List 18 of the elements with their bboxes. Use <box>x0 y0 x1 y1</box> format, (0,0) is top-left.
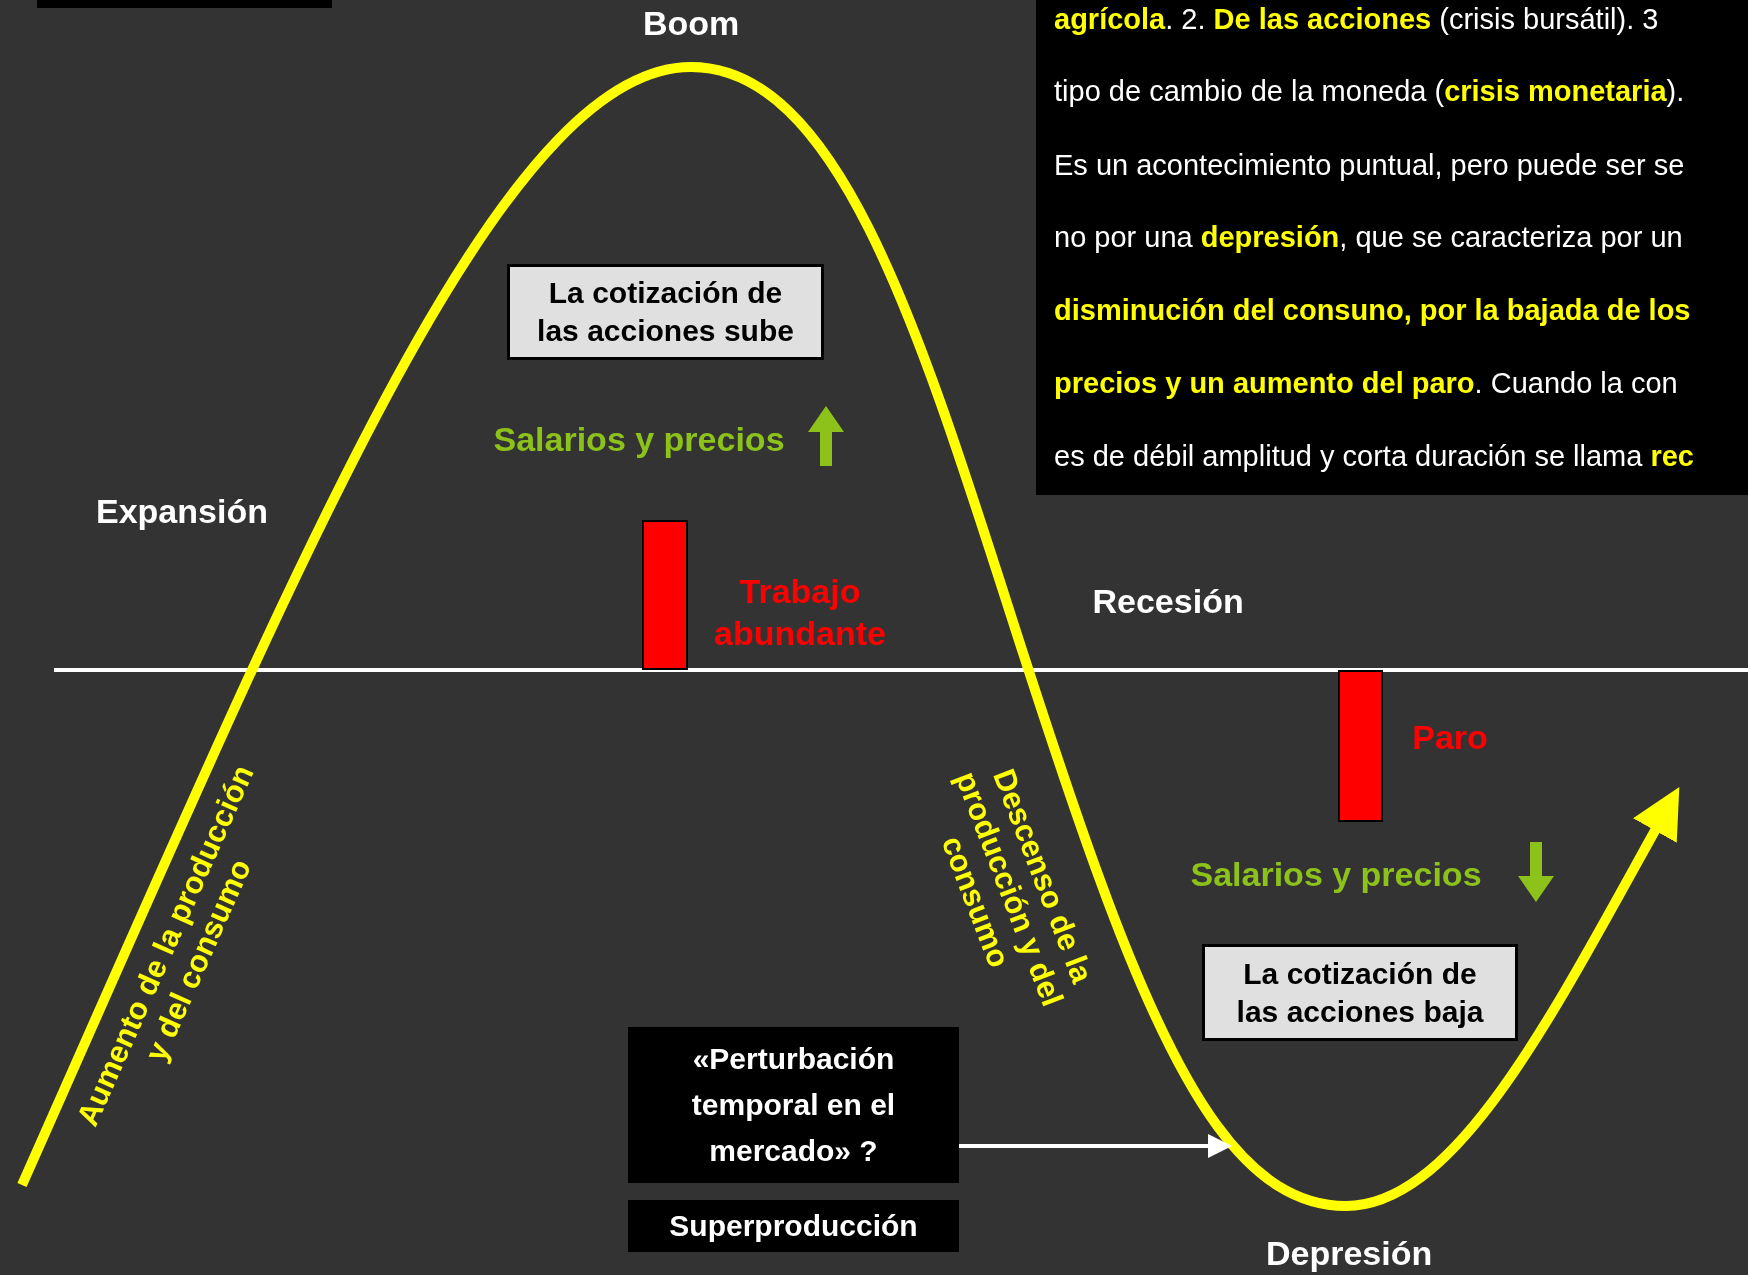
phase-label: Boom <box>643 4 740 43</box>
arrow <box>959 1134 1232 1158</box>
phase-label: Expansión <box>96 492 268 531</box>
paragraph-line: tipo de cambio de la moneda (crisis monetaria). <box>1054 75 1685 108</box>
bar-caption: Trabajo abundante <box>713 571 887 654</box>
text-box: Superproducción <box>628 1200 959 1252</box>
bar-caption: Paro <box>1411 717 1489 758</box>
paragraph-line: Es un acontecimiento puntual, pero puede ser se <box>1054 149 1685 182</box>
wages-prices-label: Salarios y precios <box>1190 855 1482 894</box>
wages-prices-label: Salarios y precios <box>493 420 785 459</box>
empty-box <box>37 0 332 8</box>
paragraph-line: precios y un aumento del paro. Cuando la con <box>1054 367 1678 400</box>
phase-label: Recesión <box>1092 582 1244 621</box>
phase-label: Depresión <box>1266 1234 1433 1273</box>
paragraph-line: es de débil amplitud y corta duración se llama rec <box>1054 440 1694 473</box>
paragraph-line: agrícola. 2. De las acciones (crisis bursátil). 3 <box>1054 3 1659 36</box>
paragraph-line: no por una depresión, que se caracteriza por un <box>1054 221 1683 254</box>
paragraph-line: disminución del consuno, por la bajada de los <box>1054 294 1691 327</box>
